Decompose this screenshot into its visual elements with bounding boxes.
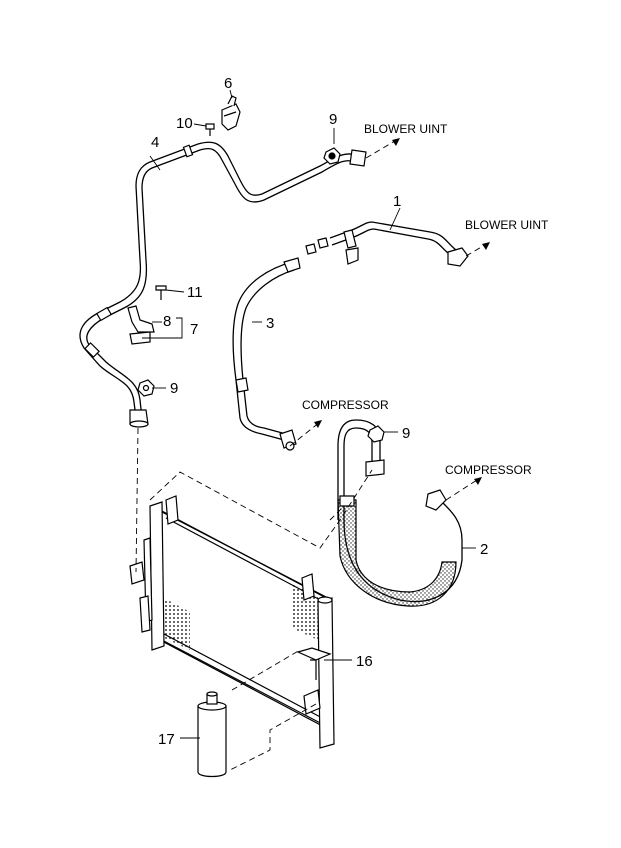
bracket-8 <box>127 305 155 345</box>
condenser <box>129 495 335 749</box>
callout-6: 6 <box>224 75 232 92</box>
pipe-4 <box>79 141 359 419</box>
label-blower-unit-1: BLOWER UINT <box>364 122 448 136</box>
callout-1: 1 <box>393 193 401 210</box>
screw-11 <box>155 285 167 300</box>
arrow-heads <box>314 138 490 485</box>
label-compressor-1: COMPRESSOR <box>302 398 389 412</box>
clamp-16 <box>296 647 332 680</box>
callout-17: 17 <box>158 731 175 748</box>
bolt-10 <box>205 123 215 136</box>
leader-lines <box>142 89 476 739</box>
receiver-drier-17 <box>197 691 227 778</box>
label-compressor-2: COMPRESSOR <box>445 463 532 477</box>
callout-8: 8 <box>163 313 171 330</box>
callout-4: 4 <box>151 134 159 151</box>
pipe-4-fittings <box>84 144 367 428</box>
bracket-6 <box>221 95 241 131</box>
pipe-1 <box>329 221 457 257</box>
pipe-3-fittings <box>235 257 301 451</box>
pipe-3 <box>232 261 295 441</box>
callout-3: 3 <box>266 315 274 332</box>
pipe-2-hose <box>337 495 457 607</box>
nut-9-b <box>323 147 341 165</box>
callout-9-a: 9 <box>170 380 178 397</box>
callout-16: 16 <box>356 653 373 670</box>
label-blower-unit-2: BLOWER UINT <box>465 218 549 232</box>
callout-10: 10 <box>176 115 193 132</box>
pipe-1-fittings <box>305 229 469 267</box>
pipe-2-fittings <box>365 459 447 511</box>
callout-9-c: 9 <box>402 425 410 442</box>
nut-9-a <box>137 379 155 397</box>
callout-9-b: 9 <box>329 111 337 128</box>
nut-9-c <box>367 425 385 443</box>
callout-7: 7 <box>190 321 198 338</box>
callout-11: 11 <box>187 284 203 301</box>
callout-2: 2 <box>480 541 488 558</box>
